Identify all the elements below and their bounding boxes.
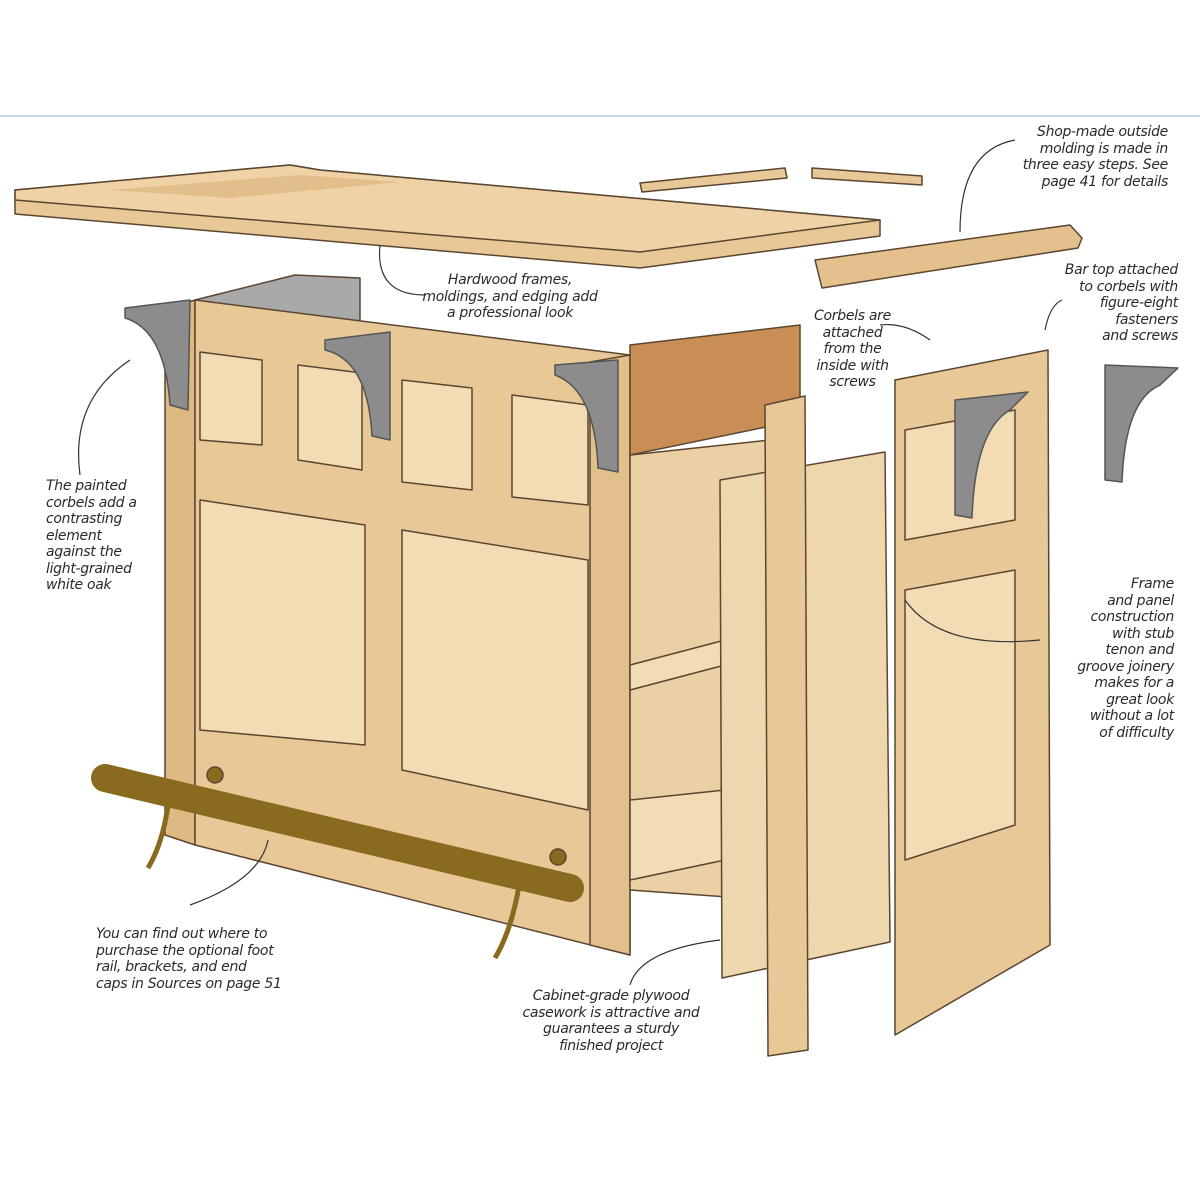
molding-strip-2 <box>811 167 923 186</box>
label-foot-rail: You can find out where to purchase the o… <box>96 926 282 992</box>
label-bar-top-attached: Bar top attached to corbels with figure-… <box>1064 262 1179 344</box>
corbels <box>124 299 1179 519</box>
side-lower-panel <box>904 569 1016 861</box>
lower-panels <box>199 499 589 811</box>
upper-panels <box>199 351 589 506</box>
foot-rail <box>91 764 584 960</box>
front-stile <box>764 395 809 1057</box>
label-frame-and-panel: Frame and panel construction with stub t… <box>1077 576 1174 741</box>
divider-line <box>0 115 1200 117</box>
label-painted-corbels: The painted corbels add a contrasting el… <box>46 478 137 593</box>
label-hardwood-frames: Hardwood frames, moldings, and edging ad… <box>422 272 598 321</box>
outside-molding <box>814 224 1083 289</box>
bar-top <box>14 164 881 269</box>
molding-strip-1 <box>639 167 788 193</box>
label-outside-molding: Shop-made outside molding is made in thr… <box>1022 124 1169 190</box>
right-front-stile <box>589 354 631 956</box>
leader-lines <box>78 139 1063 986</box>
label-plywood-casework: Cabinet-grade plywood casework is attrac… <box>522 988 700 1054</box>
label-corbels-attached: Corbels are attached from the inside wit… <box>814 308 891 390</box>
